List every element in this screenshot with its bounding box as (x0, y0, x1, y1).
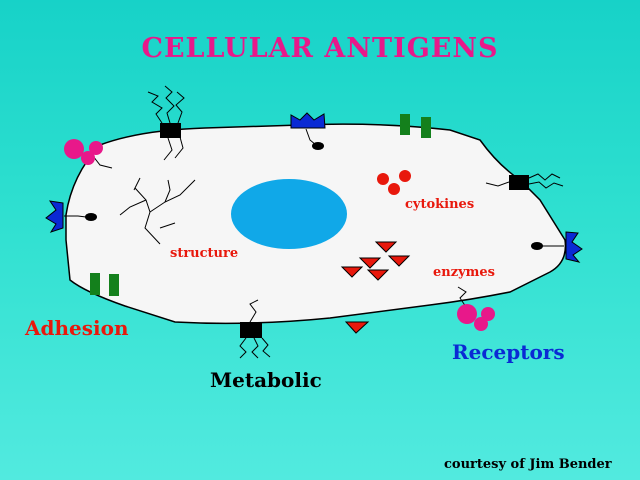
credit-text: courtesy of Jim Bender (444, 457, 612, 472)
blue-receptor-marker-right (531, 231, 583, 263)
green-adhesion-bars-top (400, 114, 431, 138)
pink-circle-cluster-right (457, 286, 495, 331)
nucleus (231, 179, 347, 249)
black-antigen-block-top (147, 85, 185, 161)
structure-lines (92, 136, 196, 245)
label-structure: structure (170, 246, 239, 261)
label-metabolic: Metabolic (210, 368, 322, 392)
pink-circle-cluster-left (64, 139, 103, 165)
green-adhesion-bars-left (90, 273, 119, 296)
blue-receptor-marker-top (290, 112, 326, 150)
black-antigen-block-right (485, 173, 564, 190)
label-receptors: Receptors (452, 340, 565, 364)
diagram-title: CELLULAR ANTIGENS (141, 33, 499, 64)
blue-receptor-marker-left (45, 200, 97, 233)
enzyme-triangles (340, 241, 411, 281)
enzyme-triangle-bottom (344, 321, 370, 334)
label-cytokines: cytokines (405, 197, 475, 212)
cytokine-dots (377, 170, 411, 195)
label-enzymes: enzymes (433, 265, 496, 280)
label-adhesion: Adhesion (25, 316, 129, 340)
black-antigen-block-bottom (239, 299, 271, 359)
